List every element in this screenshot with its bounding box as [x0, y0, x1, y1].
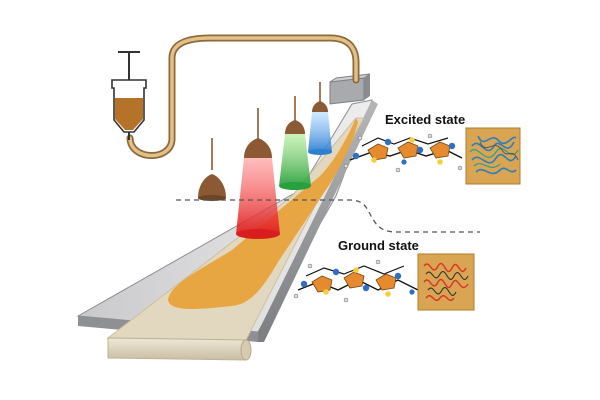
paper-roll: [107, 337, 251, 361]
excited-state-label: Excited state: [385, 112, 465, 127]
energy-divider: [176, 199, 480, 233]
ink-tube: [126, 34, 360, 159]
lamp-unlit: [198, 138, 226, 201]
excited-chain-panel: [465, 127, 521, 185]
molecule-icon: [343, 133, 463, 173]
conveyor-belt: [76, 99, 378, 361]
printed-film: [168, 118, 358, 309]
molecule-icon: [293, 259, 423, 303]
paper-roll-end: [240, 339, 252, 361]
syringe-icon: [111, 51, 147, 140]
lamp-green: [279, 96, 311, 190]
ground-chain-panel: [417, 253, 475, 311]
lamp-red: [236, 108, 280, 239]
belt-frame-right-side: [258, 100, 378, 342]
red-light-cone: [236, 158, 280, 234]
ground-state-label: Ground state: [338, 238, 419, 253]
green-light-cone: [279, 134, 311, 186]
print-head: [329, 73, 371, 105]
lamp-blue: [308, 82, 332, 155]
blue-light-cone: [308, 112, 332, 152]
